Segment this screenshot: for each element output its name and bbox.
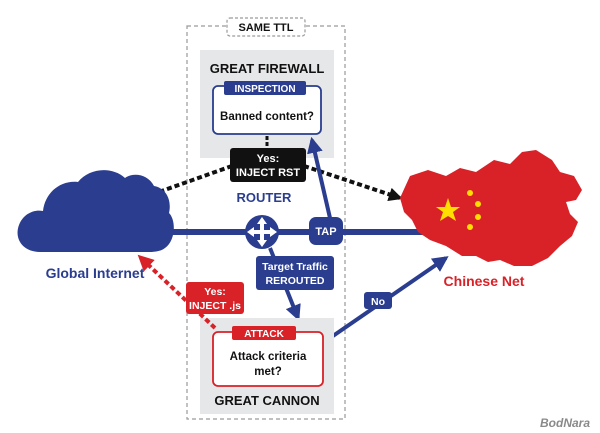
china-map-icon	[400, 150, 582, 266]
target-traffic-line1: Target Traffic	[262, 261, 328, 273]
inject-rst-line2: INJECT RST	[236, 167, 300, 179]
tap-arrow	[307, 136, 332, 219]
tap-label: TAP	[315, 226, 336, 238]
tap-badge	[309, 217, 343, 245]
inspection-tag	[224, 81, 306, 95]
inject-js-line2: INJECT .js	[189, 300, 241, 312]
inject-js-line1: Yes:	[204, 286, 226, 298]
watermark-logo: BodNara	[540, 416, 590, 430]
same-ttl-label: SAME TTL	[239, 22, 294, 34]
inject-js-box	[186, 282, 244, 314]
target-traffic-line2: REROUTED	[266, 275, 325, 287]
great-firewall-title: GREAT FIREWALL	[210, 61, 325, 76]
inject-rst-box	[230, 148, 306, 182]
banned-content-question: Banned content?	[220, 111, 314, 123]
target-traffic-box	[256, 256, 334, 290]
same-ttl-tag	[226, 17, 306, 37]
cloud-icon	[17, 170, 174, 252]
router-arrows-icon	[245, 215, 279, 249]
chinese-net-label: Chinese Net	[444, 273, 525, 289]
inject-rst-line1: Yes:	[257, 153, 280, 165]
attack-question-line2: met?	[254, 366, 281, 378]
router-label: ROUTER	[237, 190, 293, 205]
no-label: No	[371, 296, 385, 308]
attack-tag-label: ATTACK	[244, 329, 284, 340]
inspection-tag-label: INSPECTION	[234, 84, 295, 95]
inject-js-arrow	[137, 254, 217, 330]
global-internet-label: Global Internet	[46, 265, 145, 281]
attack-question-line1: Attack criteria	[230, 351, 307, 363]
no-badge	[364, 292, 392, 309]
attack-tag	[232, 326, 296, 340]
great-cannon-title: GREAT CANNON	[214, 393, 319, 408]
